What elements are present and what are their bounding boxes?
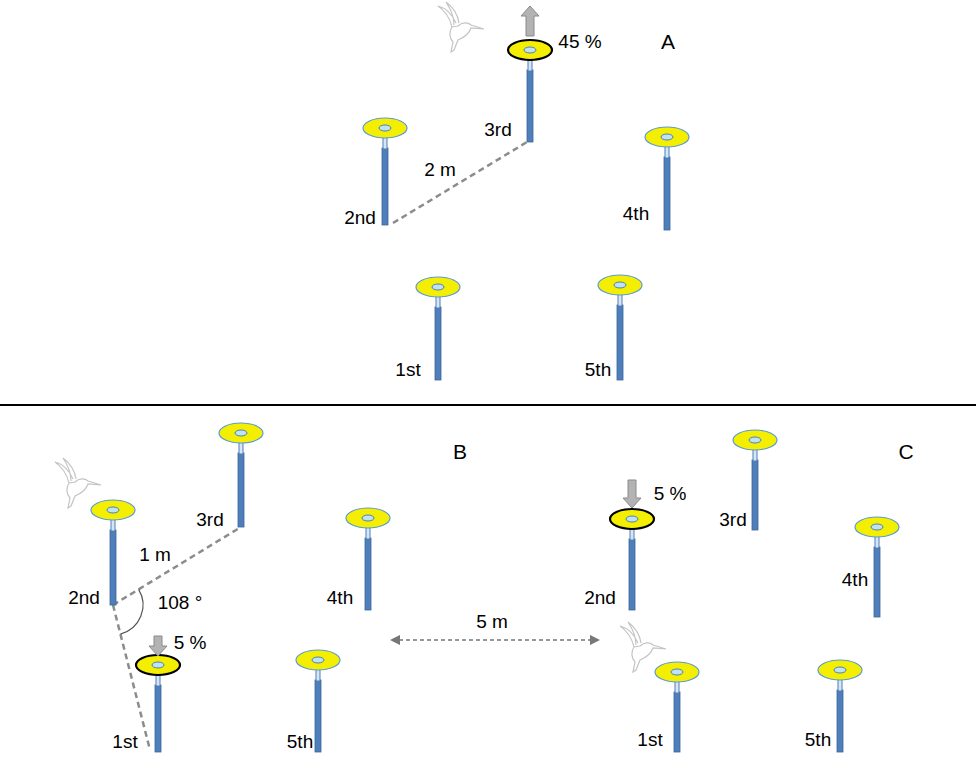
distance-arrow — [392, 639, 598, 641]
order-label: 5th — [585, 360, 611, 381]
percent-label: 5 % — [654, 484, 687, 505]
block-arrow — [521, 6, 539, 36]
order-label: 1st — [637, 730, 662, 751]
order-label: 4th — [623, 204, 649, 225]
order-label: 1st — [112, 732, 137, 753]
order-label: 2nd — [344, 208, 376, 229]
feeder — [219, 423, 263, 527]
feeder — [645, 127, 689, 230]
order-label: 4th — [842, 570, 868, 591]
panel-letter: B — [453, 440, 467, 463]
hummingbird — [55, 458, 101, 508]
order-label: 2nd — [68, 588, 100, 609]
feeder — [508, 40, 552, 142]
percent-label: 45 % — [558, 32, 601, 53]
angle-arc — [120, 589, 143, 634]
order-label: 3rd — [719, 510, 746, 531]
order-label: 5th — [805, 730, 831, 751]
distance-label: 1 m — [139, 545, 171, 566]
distance-label: 5 m — [476, 612, 508, 633]
panel-letter: C — [898, 440, 913, 463]
feeder — [416, 277, 460, 380]
feeder — [136, 655, 180, 752]
distance-line — [393, 142, 527, 223]
order-label: 2nd — [584, 588, 616, 609]
panel-letter: A — [661, 30, 675, 53]
hummingbird — [438, 2, 484, 52]
distance-label: 2 m — [424, 160, 456, 181]
hummingbird — [620, 622, 666, 672]
panel-divider — [0, 404, 976, 406]
block-arrow — [623, 480, 641, 508]
distance-line — [113, 605, 150, 750]
block-arrow — [149, 636, 167, 656]
order-label: 1st — [395, 360, 420, 381]
order-label: 3rd — [196, 510, 223, 531]
percent-label: 5 % — [174, 633, 207, 654]
angle-label: 108 ° — [158, 593, 203, 614]
order-label: 4th — [327, 588, 353, 609]
feeder — [610, 509, 654, 610]
order-label: 5th — [287, 732, 313, 753]
feeder — [855, 517, 899, 617]
order-label: 3rd — [484, 120, 511, 141]
